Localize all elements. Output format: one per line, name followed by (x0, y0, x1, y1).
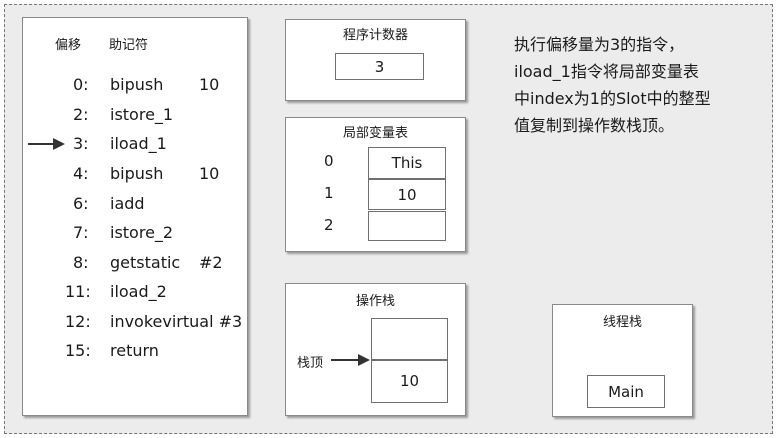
instruction-row: 12: invokevirtual #3 (23, 312, 247, 336)
instruction-row: 7: istore_2 (23, 223, 247, 247)
program-counter-panel: 程序计数器 3 (285, 19, 466, 101)
thread-stack-panel: 线程栈 Main (552, 304, 693, 417)
slot-index: 2 (324, 216, 334, 234)
description-text: 执行偏移量为3的指令， iload_1指令将局部变量表 中index为1的Slo… (514, 31, 764, 139)
instruction-row: 2: istore_1 (23, 105, 247, 129)
instruction-mnemonic: bipush (110, 75, 164, 94)
operand-stack-title: 操作栈 (355, 294, 395, 309)
instruction-mnemonic: iload_2 (110, 282, 167, 301)
instruction-mnemonic: istore_2 (110, 223, 174, 242)
operand-stack-panel: 操作栈 栈顶 10 (285, 283, 466, 416)
local-variable-table-title: 局部变量表 (342, 126, 408, 141)
instruction-offset: 7: (73, 223, 89, 242)
instruction-offset: 4: (73, 164, 89, 183)
instruction-mnemonic: iadd (110, 194, 145, 213)
slot-value: This (391, 154, 423, 172)
instruction-offset: 12: (65, 312, 91, 331)
stack-top-arrow-icon (331, 354, 370, 366)
instruction-offset: 6: (73, 194, 89, 213)
thread-stack-title: 线程栈 (602, 315, 642, 330)
instruction-offset: 2: (73, 105, 89, 124)
bytecode-panel: 偏移 助记符 0: bipush 10 2: istore_1 3: iload… (22, 17, 248, 416)
operand-stack-value: 10 (399, 372, 420, 390)
slot-index: 0 (324, 152, 334, 170)
slot-index: 1 (324, 184, 334, 202)
instruction-offset: 15: (65, 341, 91, 360)
description-line: 值复制到操作数栈顶。 (514, 116, 675, 135)
instruction-mnemonic: return (110, 341, 159, 360)
program-counter-value-box: 3 (335, 53, 424, 80)
thread-stack-frame-label: Main (608, 383, 644, 401)
operand-stack-cell (371, 318, 448, 360)
instruction-argument: 10 (199, 164, 220, 183)
instruction-offset: 3: (73, 134, 89, 153)
instruction-row: 4: bipush 10 (23, 164, 247, 188)
local-variable-table-panel: 局部变量表 0 This 1 10 2 (285, 117, 466, 252)
instruction-row: 8: getstatic #2 (23, 253, 247, 277)
instruction-mnemonic: getstatic (110, 253, 181, 272)
instruction-row: 0: bipush 10 (23, 75, 247, 99)
operand-stack-cell: 10 (371, 360, 448, 403)
instruction-row: 15: return (23, 341, 247, 365)
description-line: 中index为1的Slot中的整型 (514, 89, 711, 108)
instruction-offset: 0: (73, 75, 89, 94)
description-line: iload_1指令将局部变量表 (514, 62, 699, 81)
slot-cell (368, 211, 446, 241)
mnemonic-header: 助记符 (109, 38, 149, 53)
instruction-argument: 10 (199, 75, 220, 94)
current-instruction-arrow-icon (28, 138, 65, 150)
stack-top-label: 栈顶 (297, 356, 324, 371)
program-counter-title: 程序计数器 (342, 28, 408, 43)
description-line: 执行偏移量为3的指令， (514, 35, 685, 54)
instruction-offset: 8: (73, 253, 89, 272)
slot-cell: 10 (368, 179, 446, 210)
program-counter-value: 3 (374, 58, 385, 76)
instruction-mnemonic: istore_1 (110, 105, 174, 124)
slot-value: 10 (397, 186, 417, 204)
instruction-row-current: 3: iload_1 (23, 134, 247, 158)
thread-stack-frame: Main (587, 375, 665, 408)
slot-cell: This (368, 147, 446, 179)
instruction-argument: #2 (199, 253, 223, 272)
instruction-row: 11: iload_2 (23, 282, 247, 306)
instruction-mnemonic: iload_1 (110, 134, 167, 153)
offset-header: 偏移 (55, 38, 82, 53)
instruction-mnemonic: invokevirtual #3 (110, 312, 243, 331)
instruction-mnemonic: bipush (110, 164, 164, 183)
instruction-offset: 11: (65, 282, 91, 301)
instruction-row: 6: iadd (23, 194, 247, 218)
